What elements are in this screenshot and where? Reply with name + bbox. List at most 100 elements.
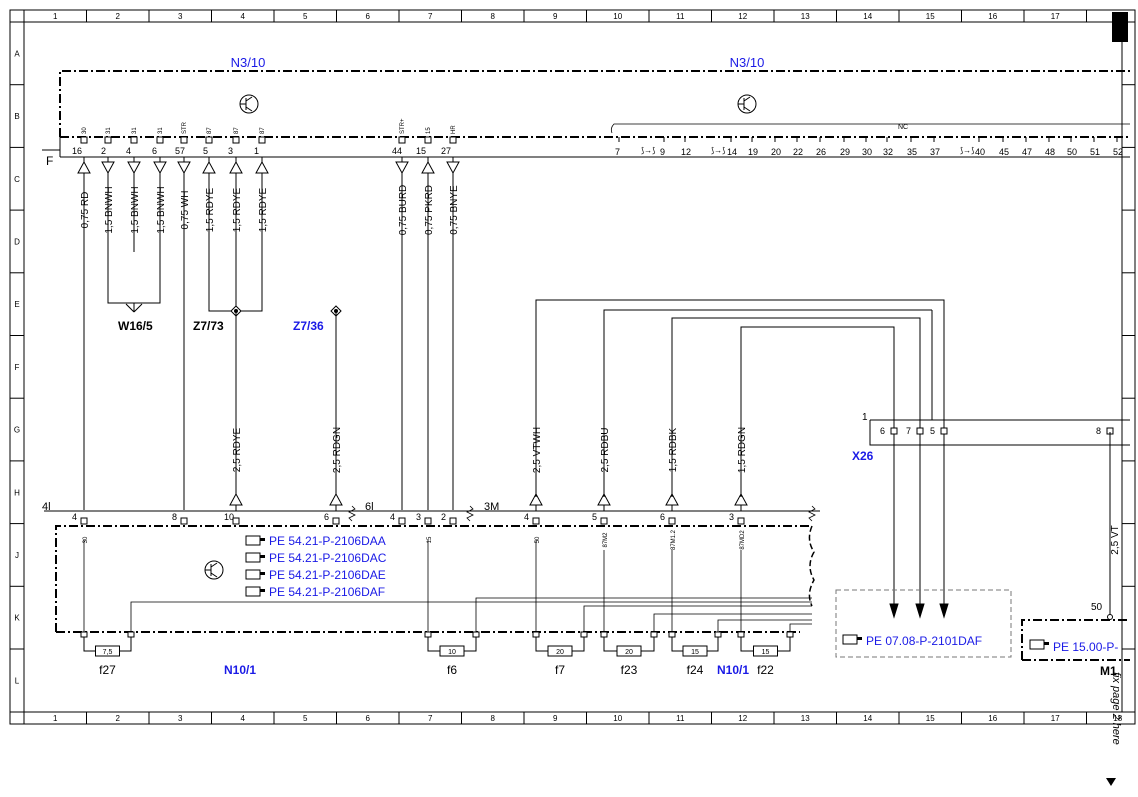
nc-pin-number: 20 [771,147,781,157]
pin-number: 6 [324,512,329,522]
column-label: 1 [53,714,58,723]
wire-direction-arrow [421,160,435,174]
nc-pin-number: 52 [1113,147,1123,157]
column-label: 10 [613,12,622,21]
pin-signal-label: 31 [106,127,112,134]
pin-signal-label: 87M2 [603,532,609,548]
pin-signal-label: 30 [83,536,89,543]
reference-link[interactable]: PE 54.21-P-2106DAF [269,585,385,599]
pin-socket [205,136,213,144]
pin-number: 2 [101,146,106,156]
nc-bracket [610,123,1130,134]
pin-number: 4 [390,512,395,522]
column-label: 3 [178,12,183,21]
pin-socket [449,136,457,144]
column-label: 17 [1051,12,1060,21]
column-label: 10 [613,714,622,723]
module-label-n10-1-left[interactable]: N10/1 [224,663,256,677]
pin-number: 27 [441,146,451,156]
module-n10-1 [44,510,820,633]
pin-signal-label: 87 [260,127,266,134]
column-label: 1 [53,12,58,21]
pin-number: 4 [524,512,529,522]
pin-socket [398,517,406,525]
wire-direction-arrow [101,161,115,175]
wire-direction-arrow [395,161,409,175]
nc-pin-number: 40 [975,147,985,157]
nc-jumper-symbol: ⟆→⟆ [641,146,655,155]
fuse-wire [83,632,132,652]
splice-label-w16-5: W16/5 [118,319,153,333]
fuse [439,645,465,657]
fuse [682,645,708,657]
connector-label-x26[interactable]: X26 [852,449,874,463]
reference-link-x26[interactable]: PE 07.08-P-2101DAF [866,634,982,648]
wire-direction-arrow [255,160,269,174]
pin-number: 5 [203,146,208,156]
fuse-label: f6 [447,663,457,677]
side-note: fix page 2 here [1110,672,1122,745]
pin-number: 3 [228,146,233,156]
column-label: 13 [801,12,810,21]
pointing-hand-icon [1029,639,1049,650]
pin-socket [714,631,722,638]
group-label-6l: 6l [365,501,374,513]
wire-label: 2,5 RDGN [332,427,343,473]
pin-socket [398,136,406,144]
nc-pin-number: 37 [930,147,940,157]
pin-number: 7 [906,426,911,436]
pin-socket [232,136,240,144]
reference-link-m1[interactable]: PE 15.00-P- [1053,640,1118,654]
pin-socket [668,631,676,638]
pin-signal-label: 87M1.2 [671,529,677,550]
wire-label: 0,75 RD [80,192,91,229]
column-label: 3 [178,714,183,723]
pin-socket [424,136,432,144]
fuse-rating: 15 [691,649,699,656]
pin-socket [940,427,948,435]
wire-label-m1: 2,5 VT [1110,525,1121,554]
reference-link[interactable]: PE 54.21-P-2106DAC [269,551,387,565]
row-label: G [14,426,20,435]
nc-label: NC [898,124,908,131]
pin-number: 6 [880,426,885,436]
group-label-3m: 3M [484,501,499,513]
wire-label: 1,5 RDYE [205,187,216,232]
wire-direction-arrow [127,161,141,175]
fuse-rating: 10 [448,649,456,656]
pin-number: 6 [152,146,157,156]
connector-label-f: F [46,154,53,168]
row-label: J [15,551,19,560]
transistor-icon [239,94,259,114]
pointing-hand-icon [260,538,265,541]
module-label-n3-10-right[interactable]: N3/10 [730,55,765,70]
module-label-n10-1-right[interactable]: N10/1 [717,663,749,677]
wire-label: 2,5 VTWH [532,427,543,473]
column-label: 2 [116,714,121,723]
nc-pin-number: 48 [1045,147,1055,157]
wire-label: 0,75 WH [180,191,191,230]
wire-direction-arrow [329,492,343,506]
nc-pin-number: 14 [727,147,737,157]
fuse-label: f27 [99,663,116,677]
pin-number: 57 [175,146,185,156]
splice-label-z7-36[interactable]: Z7/36 [293,319,324,333]
transistor-icon [737,94,757,114]
reference-link[interactable]: PE 54.21-P-2106DAE [269,568,386,582]
module-label-n3-10-left[interactable]: N3/10 [231,55,266,70]
wire-label: 0,75 BNYE [449,185,460,235]
wire-direction-arrow [597,492,611,506]
row-label: A [14,49,20,58]
pin-socket [180,517,188,525]
column-label: 14 [863,714,872,723]
column-label: 13 [801,714,810,723]
corner-mark [1112,12,1128,42]
pin-socket [472,631,480,638]
pin-number: 5 [592,512,597,522]
reference-link[interactable]: PE 54.21-P-2106DAA [269,534,386,548]
wire-label: 1,5 BNWH [156,186,167,233]
side-note-arrow [1106,778,1116,786]
